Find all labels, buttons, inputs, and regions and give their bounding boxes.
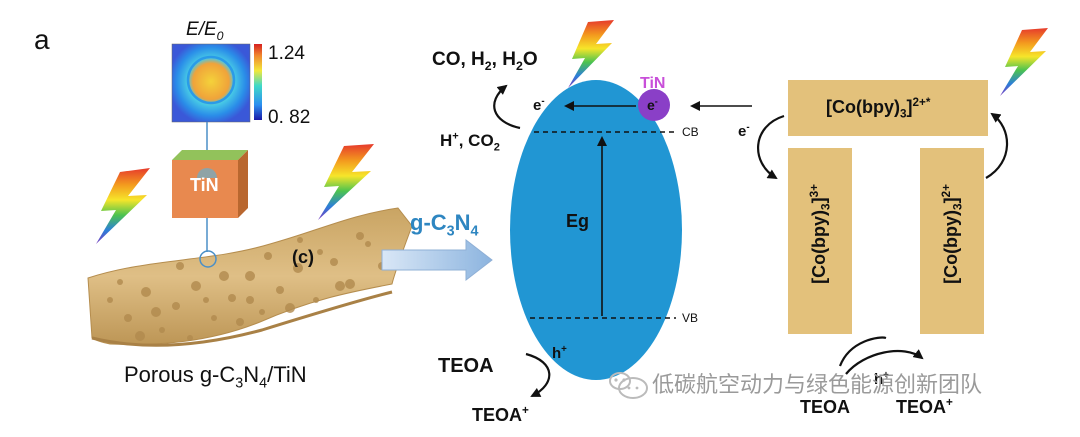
pore	[276, 286, 284, 294]
tin-cube-label: TiN	[190, 175, 219, 195]
field-map	[171, 43, 251, 123]
pore	[117, 279, 123, 285]
cobalt-teoa-label: TEOA	[800, 397, 851, 417]
pore	[245, 271, 255, 281]
colorbar	[254, 44, 262, 120]
eg-label: Eg	[566, 211, 590, 231]
pore	[345, 279, 355, 289]
pore	[293, 263, 303, 273]
pore	[124, 314, 132, 322]
reduction-arrow	[493, 84, 521, 130]
cobalt-excited-label: [Co(bpy)3]2+*	[826, 96, 931, 121]
pore	[259, 309, 265, 315]
tin-particle	[638, 89, 670, 121]
pore	[285, 303, 295, 313]
pore	[246, 296, 254, 304]
pore	[335, 281, 345, 291]
cobalt-3plus-box	[788, 148, 852, 334]
cobalt-2plus-text: [Co(bpy)3]2+	[940, 184, 965, 284]
oxidation-arrow	[525, 352, 551, 397]
pore	[187, 335, 193, 341]
light-icon-middle	[568, 20, 614, 88]
cobalt-hole-label: h+	[874, 370, 889, 388]
pore	[159, 327, 165, 333]
cobalt-2plus-box	[920, 148, 984, 334]
highlight-circle	[199, 250, 217, 268]
pore	[228, 294, 236, 302]
transition-arrow	[381, 238, 493, 282]
pore	[172, 302, 180, 310]
hole-label: h+	[552, 344, 567, 362]
tin-particle-label: TiN	[640, 75, 666, 92]
cb-electron-label: e-	[533, 96, 545, 114]
teoa-label: TEOA	[438, 355, 494, 377]
pore	[141, 287, 151, 297]
colorbar-max: 1.24	[268, 43, 305, 64]
pore	[151, 307, 161, 317]
pore	[191, 281, 201, 291]
pore	[219, 271, 229, 281]
cb-label: CB	[682, 125, 699, 139]
pore	[135, 331, 145, 341]
light-icon-center	[318, 144, 374, 220]
gcn-label: g-C3N4	[410, 210, 479, 240]
pore	[297, 237, 303, 243]
cobalt-3plus-text: [Co(bpy)3]3+	[808, 184, 833, 284]
cobalt-excited-box	[788, 80, 988, 136]
pore	[330, 258, 338, 266]
cobalt-electron-arrow	[756, 114, 785, 180]
colorbar-title: E/E0	[186, 19, 224, 43]
light-icon-right	[1000, 28, 1048, 96]
pore	[264, 252, 272, 260]
cobalt-excitation-arrow	[985, 112, 1009, 179]
cobalt-electron-label: e-	[738, 122, 750, 140]
reactants-label: H+, CO2	[440, 130, 500, 154]
c-label: (c)	[292, 247, 314, 267]
pore	[176, 262, 184, 270]
pore	[203, 297, 209, 303]
pore	[211, 315, 217, 321]
colorbar-min: 0. 82	[268, 107, 311, 128]
products-label: CO, H2, H2O	[432, 49, 538, 73]
pore	[313, 297, 319, 303]
cobalt-3plus-wrap: [Co(bpy)3]3+	[796, 146, 842, 322]
light-icon-left	[96, 168, 150, 244]
pore	[317, 249, 323, 255]
tin-electron-label: e-	[647, 96, 658, 113]
panel-label: a	[34, 24, 50, 55]
cobalt-2plus-wrap: [Co(bpy)3]2+	[928, 146, 974, 322]
wechat-icon	[609, 372, 648, 399]
g-c3n4-ellipse	[510, 80, 682, 380]
sheet-caption: Porous g-C3N4/TiN	[124, 362, 307, 392]
cobalt-hole-arrow	[845, 349, 924, 375]
pore	[356, 232, 364, 240]
pore	[107, 297, 113, 303]
cobalt-hole-arrow-tail	[838, 336, 887, 367]
tin-cube	[172, 150, 248, 218]
watermark: 低碳航空动力与绿色能源创新团队	[652, 372, 983, 397]
pore	[236, 318, 244, 326]
vb-label: VB	[682, 311, 699, 325]
teoa-plus-label: TEOA+	[472, 404, 529, 425]
cobalt-teoa-plus-label: TEOA+	[896, 396, 953, 417]
sheet-pores	[107, 232, 386, 341]
pore	[365, 241, 371, 247]
